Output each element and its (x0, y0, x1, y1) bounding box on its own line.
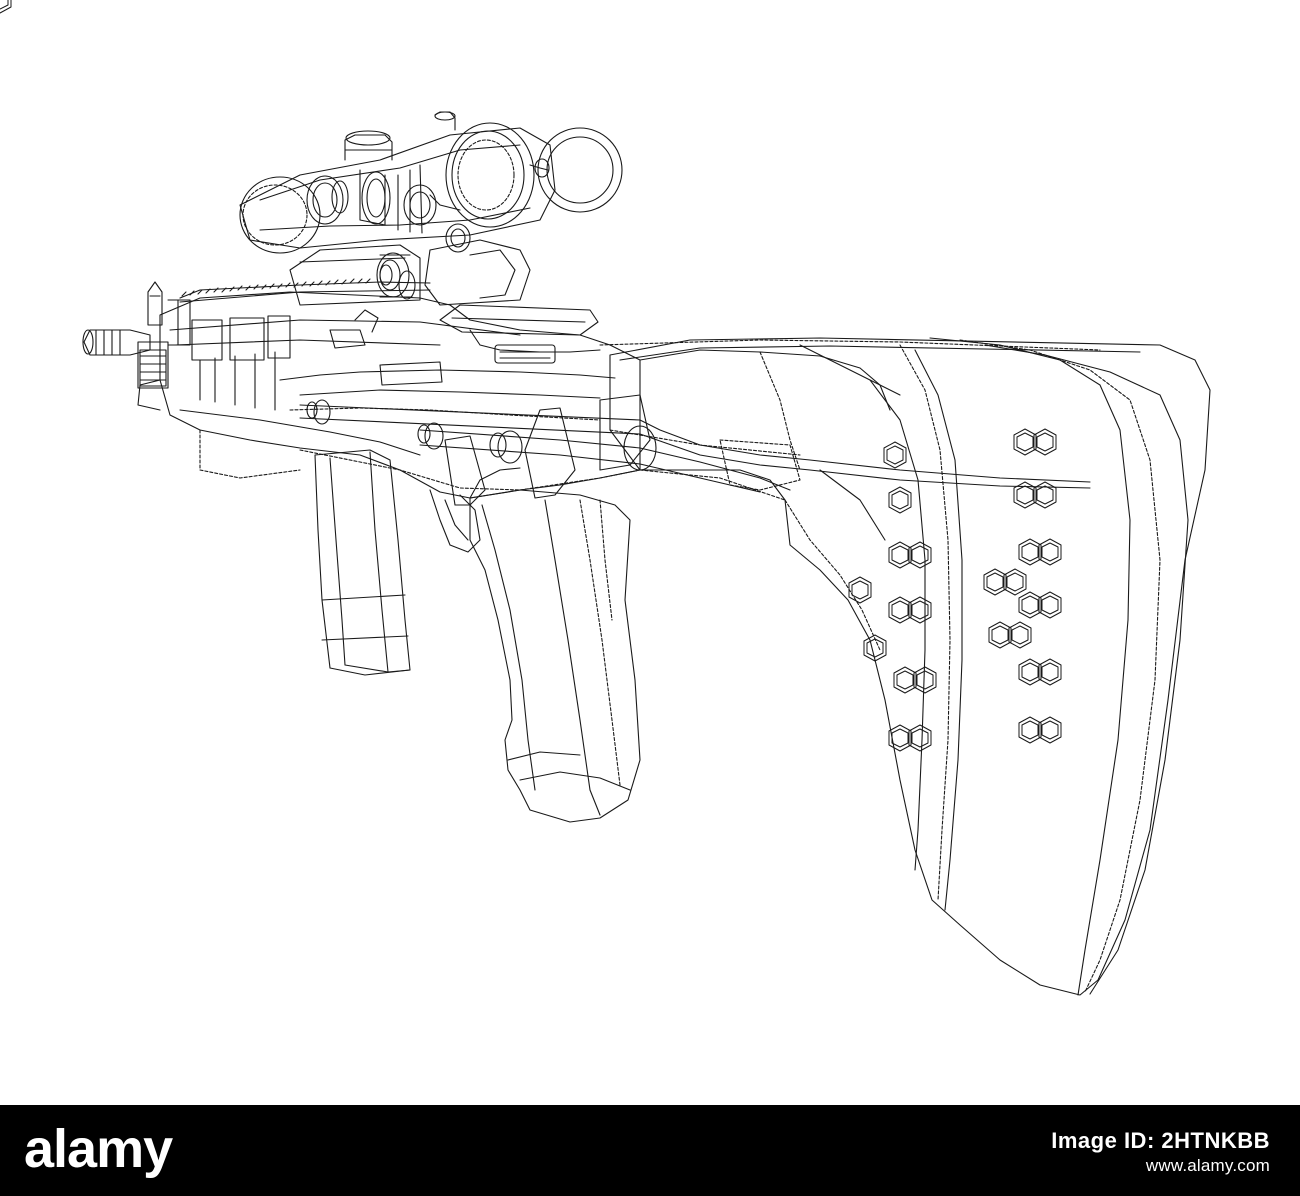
image-id: Image ID: 2HTNKBB (1051, 1128, 1270, 1153)
top-rail (179, 278, 431, 303)
stock-banner: alamy Image ID: 2HTNKBB www.alamy.com (0, 1105, 1300, 1196)
buttstock (609, 337, 1211, 996)
receiver (137, 291, 1091, 506)
pistol-grip (469, 489, 641, 823)
scope (239, 111, 623, 306)
rifle-wireframe-illustration (0, 0, 1211, 996)
website-link[interactable]: www.alamy.com (1145, 1156, 1270, 1175)
magazine (314, 449, 411, 676)
svg-text:alamy: alamy (24, 1121, 173, 1179)
muzzle-front-sight (82, 281, 191, 389)
image-meta: Image ID: 2HTNKBB www.alamy.com (1051, 1127, 1270, 1176)
trigger-guard (429, 467, 521, 553)
buttpad-hex-pattern (0, 0, 1062, 752)
detail-lines (599, 339, 1101, 501)
alamy-logo: alamy (24, 1119, 254, 1179)
